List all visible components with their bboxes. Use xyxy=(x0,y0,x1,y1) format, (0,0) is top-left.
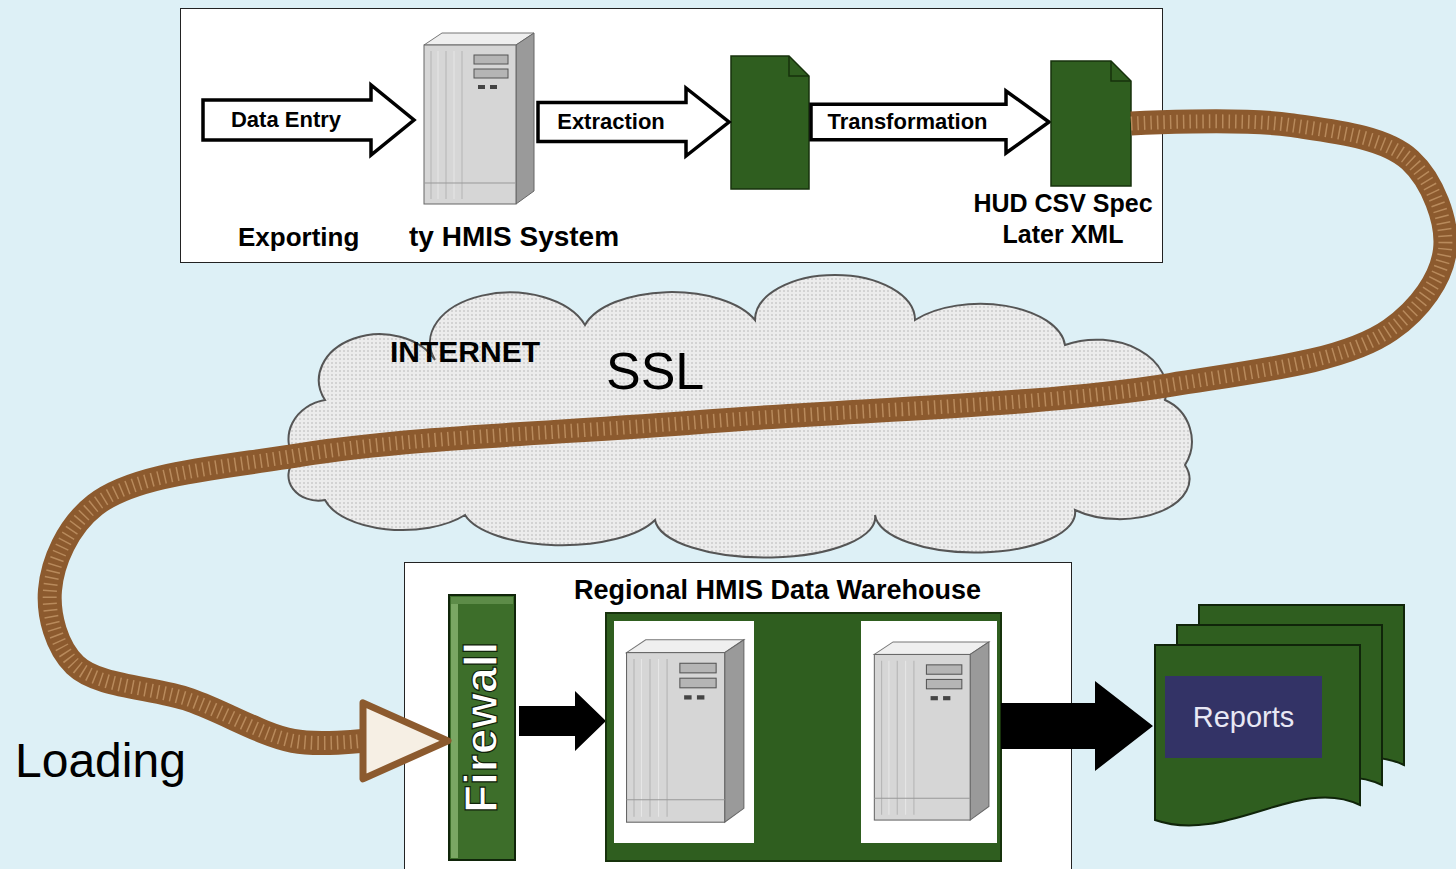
file-fold xyxy=(1111,61,1131,81)
firewall-body xyxy=(449,595,515,860)
arrow-outline xyxy=(203,85,414,155)
arrow-label: Data Entry xyxy=(231,107,341,132)
firewall: Firewall xyxy=(448,594,516,861)
flow-arrow xyxy=(1001,681,1153,771)
text-slot: Firewall xyxy=(448,594,516,861)
cloud-label: INTERNET xyxy=(390,335,540,370)
text-slot: Regional HMIS Data Warehouse xyxy=(574,575,981,606)
data-file: HUD CSV Spec Later XML xyxy=(1051,61,1131,186)
pipe-body xyxy=(50,121,1446,743)
text-slot: Reports xyxy=(1165,676,1322,758)
file-fold xyxy=(789,56,809,76)
process-arrow: Transformation xyxy=(809,89,1051,155)
warehouse-panel: Regional HMIS Data WarehouseFirewall xyxy=(404,562,1072,869)
server-label: ty HMIS System xyxy=(409,221,619,253)
arrow-label: Transformation xyxy=(827,109,987,134)
extract-file xyxy=(731,56,809,189)
firewall-bevel xyxy=(451,597,513,604)
arrow-label: Extraction xyxy=(557,109,665,134)
report-label: Reports xyxy=(1165,676,1322,758)
report-stack: Reports xyxy=(1155,645,1360,835)
stage-label: Loading xyxy=(15,733,186,788)
text-slot: ty HMIS System xyxy=(409,221,619,253)
server-backdrop xyxy=(614,621,754,843)
panel-heading: Regional HMIS Data Warehouse xyxy=(574,575,981,606)
server-icon xyxy=(874,642,989,820)
report-page xyxy=(1155,645,1360,826)
text-slot: Data Entry xyxy=(201,83,371,157)
data-transfer-pipe xyxy=(50,121,1446,778)
server-backdrop xyxy=(861,621,997,843)
internet-cloud: INTERNET SSL xyxy=(235,290,1215,530)
protocol-label: SSL xyxy=(606,342,704,402)
data-file-outline xyxy=(1051,61,1131,186)
file-body xyxy=(1051,61,1131,186)
pipe-arrowhead xyxy=(363,703,448,779)
server-icon-outline xyxy=(416,31,536,206)
server-cluster xyxy=(606,613,1001,861)
text-slot: Exporting xyxy=(238,223,359,253)
panel-heading: Exporting xyxy=(238,223,359,253)
export-panel: Exporting Data Entry ty HMIS System Extract… xyxy=(180,8,1163,263)
process-arrow: Data Entry xyxy=(201,83,416,157)
text-slot: Extraction xyxy=(536,86,686,158)
process-arrow: Extraction xyxy=(536,86,731,158)
server-icon xyxy=(627,640,744,822)
text-slot: SSL xyxy=(606,342,704,402)
text-slot: Loading xyxy=(15,733,186,788)
internet-cloud-outline xyxy=(235,290,1215,530)
cloud-outline xyxy=(288,275,1191,558)
text-slot: INTERNET xyxy=(390,335,540,370)
flow-arrow xyxy=(519,691,606,751)
arrow-outline xyxy=(538,88,729,156)
server-drawing xyxy=(424,33,534,204)
pipe-texture xyxy=(50,121,1446,743)
text-slot: Transformation xyxy=(809,89,1006,155)
firewall-label: Firewall xyxy=(456,642,509,813)
file-format-label: HUD CSV Spec Later XML xyxy=(963,188,1163,251)
arrow-outline xyxy=(811,91,1049,153)
text-slot: HUD CSV Spec Later XML xyxy=(963,188,1163,251)
server-icon: ty HMIS System xyxy=(416,31,536,206)
